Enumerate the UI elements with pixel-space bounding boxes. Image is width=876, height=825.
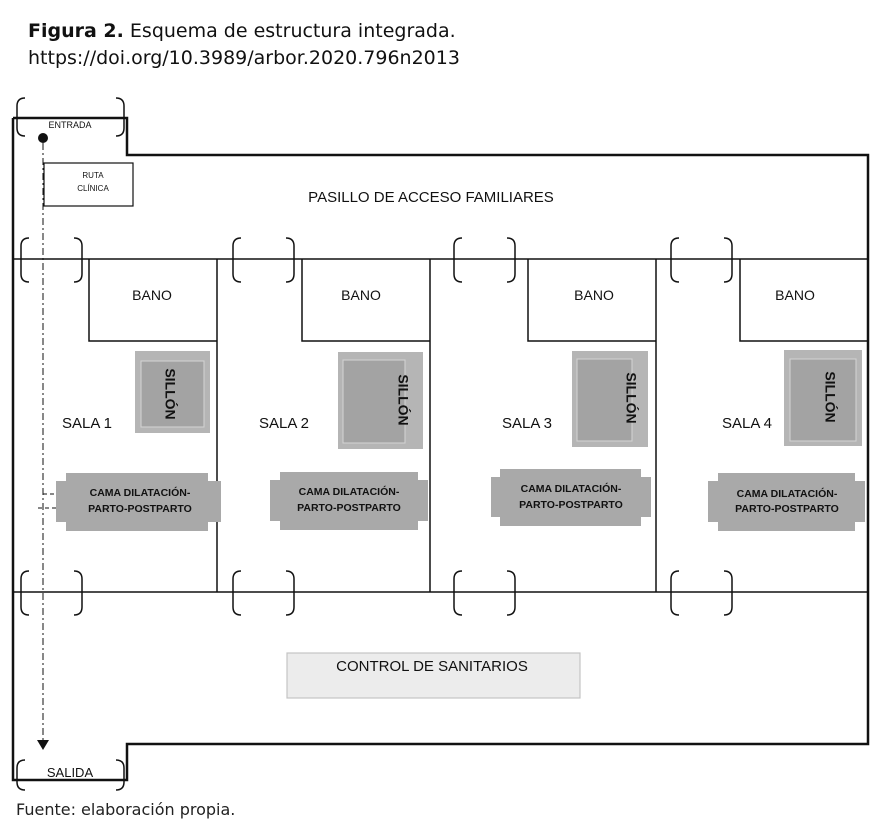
door-mark: [453, 570, 463, 616]
door-mark: [115, 759, 125, 791]
clinical-route-label-2: CLÍNICA: [77, 184, 109, 193]
bath-label-3: BANO: [574, 287, 614, 303]
door-mark: [670, 237, 680, 283]
armchair-label-1: SILLÓN: [162, 368, 179, 419]
clinical-route-label-1: RUTA: [82, 171, 104, 180]
bed-3: CAMA DILATACIÓN- PARTO-POSTPARTO: [491, 469, 651, 526]
figure-title: Esquema de estructura integrada.: [129, 20, 456, 42]
figure-label: Figura 2.: [28, 20, 124, 42]
bed-label-2a: CAMA DILATACIÓN-: [299, 485, 400, 498]
bed-label-3b: PARTO-POSTPARTO: [519, 499, 623, 511]
nurse-control-desk: [286, 652, 581, 699]
door-mark: [73, 570, 83, 616]
door-mark: [670, 570, 680, 616]
building-outline: [11, 116, 870, 782]
room-label-3: SALA 3: [502, 415, 552, 432]
bath-label-1: BANO: [132, 287, 172, 303]
bed-label-1b: PARTO-POSTPARTO: [88, 503, 192, 515]
bed-label-1a: CAMA DILATACIÓN-: [90, 486, 191, 499]
door-mark: [20, 237, 30, 283]
door-mark: [506, 570, 516, 616]
door-mark: [73, 237, 83, 283]
armchair-label-2: SILLÓN: [395, 374, 412, 425]
exit-label: SALIDA: [47, 765, 94, 780]
armchair-3: SILLÓN: [572, 351, 648, 447]
route-start-dot: [38, 133, 48, 143]
bath-wall-2: [301, 259, 430, 342]
room-label-2: SALA 2: [259, 415, 309, 432]
armchair-1: SILLÓN: [135, 351, 210, 433]
door-mark: [115, 97, 125, 137]
door-mark: [16, 759, 26, 791]
figure-source: Fuente: elaboración propia.: [16, 800, 236, 819]
armchair-label-4: SILLÓN: [822, 371, 839, 422]
door-marks: [16, 97, 733, 791]
door-mark: [453, 237, 463, 283]
door-mark: [723, 570, 733, 616]
bed-label-3a: CAMA DILATACIÓN-: [521, 482, 622, 495]
bed-1: CAMA DILATACIÓN- PARTO-POSTPARTO: [56, 473, 221, 531]
door-mark: [723, 237, 733, 283]
bed-label-4a: CAMA DILATACIÓN-: [737, 487, 838, 500]
door-mark: [232, 570, 242, 616]
door-mark: [285, 570, 295, 616]
door-mark: [16, 97, 26, 137]
bath-wall-3: [527, 259, 656, 342]
room-label-1: SALA 1: [62, 415, 112, 432]
caption-line-1: Figura 2. Esquema de estructura integrad…: [28, 18, 460, 45]
corridor-label: PASILLO DE ACCESO FAMILIARES: [308, 189, 554, 206]
armchair-4: SILLÓN: [784, 350, 862, 446]
figure-caption: Figura 2. Esquema de estructura integrad…: [28, 18, 460, 72]
door-mark: [232, 237, 242, 283]
bath-label-2: BANO: [341, 287, 381, 303]
bath-wall-4: [739, 259, 868, 342]
door-mark: [20, 570, 30, 616]
clinical-route-box: [43, 162, 134, 207]
nurse-control-label: CONTROL DE SANITARIOS: [336, 658, 528, 675]
room-label-4: SALA 4: [722, 415, 772, 432]
bed-label-2b: PARTO-POSTPARTO: [297, 502, 401, 514]
entrance-label: ENTRADA: [48, 120, 91, 130]
armchair-2: SILLÓN: [338, 352, 423, 449]
armchair-label-3: SILLÓN: [623, 372, 640, 423]
route-arrow-icon: [37, 740, 49, 750]
bed-label-4b: PARTO-POSTPARTO: [735, 503, 839, 515]
figure-doi[interactable]: https://doi.org/10.3989/arbor.2020.796n2…: [28, 47, 460, 69]
door-mark: [506, 237, 516, 283]
bed-2: CAMA DILATACIÓN- PARTO-POSTPARTO: [270, 472, 428, 530]
bath-label-4: BANO: [775, 287, 815, 303]
door-mark: [285, 237, 295, 283]
bed-4: CAMA DILATACIÓN- PARTO-POSTPARTO: [708, 473, 865, 531]
bath-wall-1: [88, 259, 217, 342]
